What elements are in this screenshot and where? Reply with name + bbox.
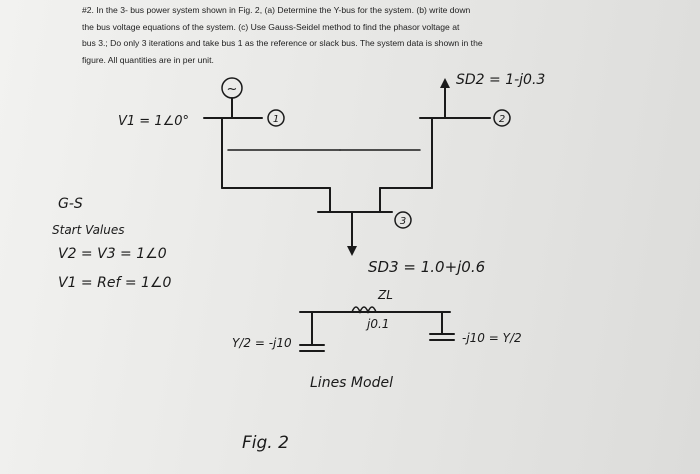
sd2-label: SD2 = 1-j0.3 xyxy=(456,72,545,88)
problem-line: figure. All quantities are in per unit. xyxy=(82,54,214,65)
bus1-marker xyxy=(267,109,285,127)
figure-caption: Fig. 2 xyxy=(242,433,289,453)
start-v2-v3: V2 = V3 = 1∠0 xyxy=(58,246,167,262)
start-v1: V1 = Ref = 1∠0 xyxy=(58,275,171,291)
model-caption: Lines Model xyxy=(310,375,393,391)
problem-line: #2. In the 3- bus power system shown in … xyxy=(82,5,471,15)
shunt-left-label: Y/2 = -j10 xyxy=(232,336,292,350)
sd3-label: SD3 = 1.0+j0.6 xyxy=(368,258,485,276)
start-values-title: Start Values xyxy=(52,223,125,237)
bus3-marker xyxy=(394,211,412,229)
problem-line: the bus voltage equations of the system.… xyxy=(82,21,460,32)
shunt-right-label: -j10 = Y/2 xyxy=(462,331,522,345)
load-arrow-icon xyxy=(347,246,357,256)
bus1-label: 1 xyxy=(273,114,279,125)
bus2-marker xyxy=(493,109,511,127)
gs-title: G-S xyxy=(58,196,83,212)
bus3-label: 3 xyxy=(400,216,406,227)
zl-value: j0.1 xyxy=(365,317,389,331)
inductor-icon xyxy=(351,306,377,315)
v1-label: V1 = 1∠0° xyxy=(118,114,189,129)
problem-line: bus 3.; Do only 3 iterations and take bu… xyxy=(82,38,483,48)
bus2-label: 2 xyxy=(499,114,505,125)
problem-statement: #2. In the 3- bus power system shown in … xyxy=(82,2,672,68)
zl-label: ZL xyxy=(377,288,393,302)
generator-symbol: ~ xyxy=(227,82,238,97)
load-arrow-icon xyxy=(440,78,450,88)
